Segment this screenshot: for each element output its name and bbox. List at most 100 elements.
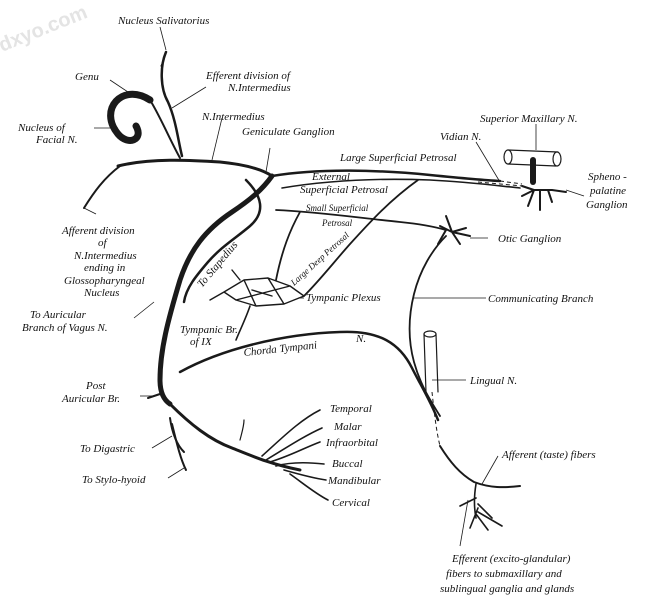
label-afferent-division-2: of <box>98 237 109 249</box>
genu-connector <box>149 99 181 159</box>
leader-salivatorius <box>159 26 167 51</box>
superior-maxillary-cut-left <box>503 149 513 165</box>
stylohyoid-branch <box>171 423 187 471</box>
label-tympanic-br: Tympanic Br. <box>180 324 238 336</box>
external-dash <box>477 181 523 187</box>
lingual-cut-top <box>423 330 437 338</box>
label-to-digastric: To Digastric <box>80 443 135 455</box>
leader-taste <box>481 455 499 485</box>
label-lingual: Lingual N. <box>469 375 517 387</box>
label-chorda-tympani: Chorda Tympani <box>243 339 318 359</box>
stub-branch <box>239 419 245 441</box>
label-nucleus-facial: Nucleus of <box>17 122 67 134</box>
leader-n-intermedius <box>211 117 223 161</box>
n-intermedius-trunk <box>116 158 274 178</box>
nerve-drawing <box>83 50 567 531</box>
label-nucleus-facial-2: Facial N. <box>35 134 78 146</box>
external-petrosal-nerve <box>281 178 521 189</box>
label-tympanic-br-2: of IX <box>190 336 213 348</box>
label-malar: Malar <box>333 421 362 433</box>
lingual-dash <box>431 391 441 447</box>
leader-lines <box>83 26 585 547</box>
label-external: External <box>311 171 350 183</box>
otic-ganglion <box>437 215 471 245</box>
salivatorius-stem <box>160 50 184 158</box>
lower-trunk <box>168 402 302 472</box>
label-spheno-2: palatine <box>589 185 626 197</box>
small-superficial-petrosal-nerve <box>275 209 447 231</box>
label-nucleus-salivatorius: Nucleus Salivatorius <box>117 15 209 27</box>
facial-main-trunk <box>157 173 275 407</box>
label-afferent-division-4: ending in <box>84 262 126 274</box>
label-large-superficial-petrosal: Large Superficial Petrosal <box>339 152 457 164</box>
label-to-stapedius: To Stapedius <box>195 239 240 290</box>
watermark: dxyo.com <box>0 1 90 56</box>
leader-efferent <box>171 86 207 109</box>
label-geniculate-ganglion: Geniculate Ganglion <box>242 126 335 138</box>
label-to-auricular: To Auricular <box>30 309 87 321</box>
leader-spheno <box>565 189 585 197</box>
label-afferent-division: Afferent division <box>61 225 135 237</box>
communicating-branch-nerve <box>408 235 447 417</box>
label-temporal: Temporal <box>330 403 372 415</box>
label-superior-maxillary: Superior Maxillary N. <box>480 113 577 125</box>
label-afferent-division-3: N.Intermedius <box>73 250 137 262</box>
label-efferent-glandular-2: fibers to submaxillary and <box>446 568 562 580</box>
label-otic-ganglion: Otic Ganglion <box>498 233 562 245</box>
genu-loop <box>107 90 154 144</box>
large-deep-petrosal-nerve <box>303 179 419 297</box>
label-infraorbital: Infraorbital <box>325 437 378 449</box>
label-tympanic-plexus: Tympanic Plexus <box>306 292 381 304</box>
label-mandibular: Mandibular <box>327 475 381 487</box>
chorda-tympani-nerve <box>178 330 440 422</box>
sphenopalatine-ganglion <box>521 185 567 211</box>
label-efferent-glandular-3: sublingual ganglia and glands <box>440 583 574 595</box>
leader-geniculate <box>265 147 271 173</box>
large-superficial-petrosal-nerve <box>270 169 502 183</box>
label-chorda-n: N. <box>355 333 366 345</box>
label-efferent-division-2: N.Intermedius <box>227 82 291 94</box>
label-afferent-division-6: Nucleus <box>83 287 119 299</box>
leader-genu <box>109 79 129 93</box>
label-post-auricular: Auricular Br. <box>61 393 120 405</box>
leader-vidian <box>475 141 501 183</box>
leader-glandular <box>459 499 469 547</box>
lingual-lower <box>439 445 521 489</box>
label-petrosal: Petrosal <box>321 218 353 228</box>
label-communicating-branch: Communicating Branch <box>488 293 594 305</box>
label-spheno-3: Ganglion <box>586 199 628 211</box>
mandibular-branch <box>283 469 327 481</box>
tympanic-br-ix <box>235 305 251 341</box>
label-vidian: Vidian N. <box>440 131 481 143</box>
label-n-intermedius: N.Intermedius <box>201 111 265 123</box>
malar-branch <box>265 427 323 461</box>
cervical-branch <box>289 473 329 501</box>
leader-stylohyoid <box>167 467 185 479</box>
label-post: Post <box>85 380 107 392</box>
label-genu: Genu <box>75 71 99 83</box>
buccal-branch <box>275 461 325 467</box>
label-spheno: Spheno - <box>588 171 627 183</box>
label-afferent-division-5: Glossopharyngeal <box>64 275 145 287</box>
labels: Nucleus Salivatorius Efferent division o… <box>17 15 628 595</box>
vidian-dash <box>499 180 523 185</box>
label-cervical: Cervical <box>332 497 370 509</box>
infraorbital-branch <box>269 441 321 463</box>
tympanic-branch-upper <box>275 211 301 281</box>
label-small-superficial: Small Superficial <box>306 203 369 213</box>
label-buccal: Buccal <box>332 458 363 470</box>
leader-to-auricular <box>133 301 155 319</box>
label-efferent-division: Efferent division of <box>205 70 292 82</box>
label-to-auricular-2: Branch of Vagus N. <box>22 322 108 334</box>
temporal-branch <box>261 409 321 457</box>
label-afferent-taste: Afferent (taste) fibers <box>501 449 596 461</box>
afferent-branch <box>83 165 121 209</box>
leader-afferent <box>83 207 97 215</box>
tympanic-plexus-net <box>209 269 305 307</box>
label-to-stylohyoid: To Stylo-hyoid <box>82 474 146 486</box>
superior-maxillary-cut-right <box>552 151 562 167</box>
lingual-nerve <box>423 333 439 393</box>
loop-to-stapedius <box>182 178 262 304</box>
